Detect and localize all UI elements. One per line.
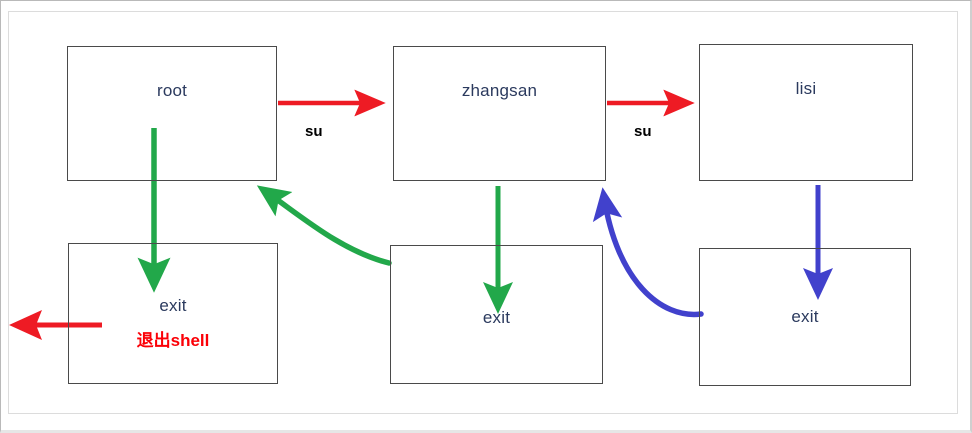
node-exit-zhangsan[interactable]: exit [390,245,603,384]
node-exit-root-sublabel: 退出shell [136,331,210,350]
edge-label-su-2: su [634,123,652,140]
node-root[interactable]: root [67,46,277,181]
edge-label-su-1: su [305,123,323,140]
node-exit-root[interactable]: exit 退出shell [68,243,278,384]
diagram-inner-frame [8,11,958,414]
node-exit-root-label: exit [159,296,187,315]
node-exit-lisi-label: exit [791,307,819,326]
node-root-label: root [156,81,188,100]
node-zhangsan-label: zhangsan [461,81,538,100]
node-lisi-label: lisi [795,79,817,98]
node-exit-lisi[interactable]: exit [699,248,911,386]
node-exit-zhangsan-label: exit [482,308,511,327]
node-lisi[interactable]: lisi [699,44,913,181]
node-zhangsan[interactable]: zhangsan [393,46,606,181]
